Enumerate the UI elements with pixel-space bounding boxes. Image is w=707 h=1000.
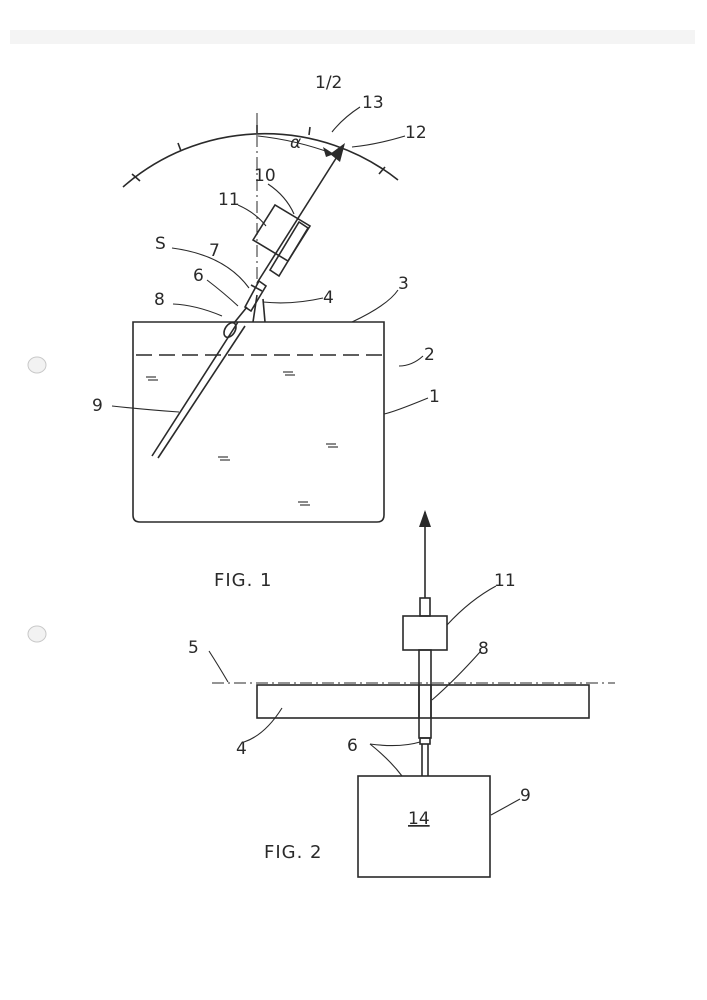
liquid-marks bbox=[146, 371, 338, 506]
label-10: 10 bbox=[254, 166, 276, 186]
probe-head bbox=[223, 321, 237, 339]
label-6: 6 bbox=[193, 266, 204, 286]
punch-hole-icon bbox=[27, 356, 47, 374]
label-3: 3 bbox=[398, 274, 409, 294]
rod-upper bbox=[256, 151, 341, 284]
label-11: 11 bbox=[218, 190, 240, 210]
rod-arrowhead-icon bbox=[330, 143, 345, 162]
clamp-block bbox=[251, 203, 312, 263]
label-7: 7 bbox=[209, 241, 220, 261]
pin-mark bbox=[250, 284, 263, 292]
page-number: 1/2 bbox=[315, 73, 342, 93]
probe-tube-right bbox=[157, 325, 246, 459]
label-1: 1 bbox=[429, 387, 440, 407]
angle-symbol: α bbox=[290, 133, 301, 153]
figure-1: α bbox=[92, 93, 440, 591]
label-11: 11 bbox=[494, 571, 516, 591]
label-4: 4 bbox=[236, 739, 247, 759]
scale-ticks bbox=[131, 125, 386, 182]
connector-pin bbox=[243, 279, 268, 313]
bracket-left bbox=[252, 294, 258, 323]
figure-2: 11 8 5 4 6 9 14 FIG. 2 bbox=[188, 510, 615, 878]
bracket-right bbox=[262, 298, 266, 323]
label-9: 9 bbox=[92, 396, 103, 416]
upper-sleeve bbox=[419, 597, 431, 617]
label-4: 4 bbox=[323, 288, 334, 308]
label-S: S bbox=[155, 234, 166, 254]
clamp-block bbox=[402, 615, 448, 651]
label-13: 13 bbox=[362, 93, 384, 113]
figure-1-caption: FIG. 1 bbox=[214, 570, 273, 591]
figure-2-caption: FIG. 2 bbox=[264, 842, 323, 863]
label-2: 2 bbox=[424, 345, 435, 365]
label-14: 14 bbox=[408, 809, 430, 829]
punch-hole-icon bbox=[27, 625, 47, 643]
sleeve bbox=[268, 220, 310, 278]
label-12: 12 bbox=[405, 123, 427, 143]
probe-neck bbox=[233, 306, 248, 324]
support-bar bbox=[256, 684, 590, 719]
angle-scale-arc bbox=[122, 132, 399, 188]
label-5: 5 bbox=[188, 638, 199, 658]
label-8: 8 bbox=[478, 639, 489, 659]
leader-lines bbox=[208, 585, 521, 816]
label-9: 9 bbox=[520, 786, 531, 806]
container-vessel bbox=[132, 321, 385, 523]
rod-arrowhead-icon bbox=[419, 510, 431, 527]
label-6: 6 bbox=[347, 736, 358, 756]
scan-artifact-band bbox=[10, 30, 695, 44]
probe-neck bbox=[419, 737, 431, 745]
label-8: 8 bbox=[154, 290, 165, 310]
leader-lines bbox=[111, 106, 429, 415]
sensor-box bbox=[357, 775, 491, 878]
rod-segment bbox=[418, 649, 432, 739]
probe-tube-left bbox=[151, 321, 239, 457]
